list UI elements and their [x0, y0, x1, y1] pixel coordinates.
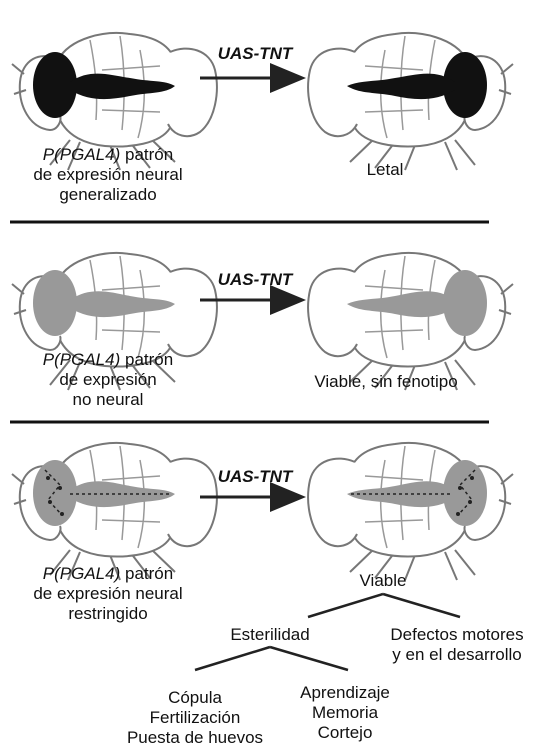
panel-3-right-fly [308, 443, 513, 580]
panel-2-left-label: P(PGAL4) patrón de expresión no neural [18, 350, 198, 410]
panel-2-arrow-label: UAS-TNT [205, 270, 305, 290]
panel-3-arrow-label: UAS-TNT [205, 467, 305, 487]
tree-line-viable-left [308, 594, 383, 617]
panel-2-left-label-line2: de expresión [18, 370, 198, 390]
panel-2-left-label-italic: P(PGAL4) [43, 350, 120, 369]
tree-memoria: Memoria [275, 703, 415, 723]
panel-3-left-label-italic: P(PGAL4) [43, 564, 120, 583]
tree-line-esterilidad-left [195, 647, 270, 670]
tree-esterilidad-left: Cópula Fertilización Puesta de huevos [110, 688, 280, 748]
tree-defectos-line1: Defectos motores [372, 625, 542, 645]
tree-esterilidad-right: Aprendizaje Memoria Cortejo [275, 683, 415, 743]
tree-cortejo: Cortejo [275, 723, 415, 743]
panel-3-left-label-rest: patrón [120, 564, 173, 583]
tree-copula: Cópula [110, 688, 280, 708]
tree-esterilidad: Esterilidad [205, 625, 335, 645]
panel-2-right-label: Viable, sin fenotipo [296, 372, 476, 392]
panel-1-right-fly [308, 33, 513, 170]
tree-aprendizaje: Aprendizaje [275, 683, 415, 703]
panel-1-arrow-label: UAS-TNT [205, 44, 305, 64]
panel-1-left-label-rest: patrón [120, 145, 173, 164]
panel-2-left-label-rest: patrón [120, 350, 173, 369]
panel-1-left-label-line2: de expresión neural [18, 165, 198, 185]
tree-fertilizacion: Fertilización [110, 708, 280, 728]
panel-3-left-label: P(PGAL4) patrón de expresión neural rest… [18, 564, 198, 624]
panel-2-left-label-line3: no neural [18, 390, 198, 410]
panel-3-right-label: Viable [335, 571, 431, 591]
panel-1-left-label: P(PGAL4) patrón de expresión neural gene… [18, 145, 198, 205]
tree-puesta: Puesta de huevos [110, 728, 280, 748]
tree-line-esterilidad-right [270, 647, 348, 670]
panel-3-left-fly [12, 443, 217, 580]
panel-1-right-label: Letal [330, 160, 440, 180]
tree-defectos: Defectos motores y en el desarrollo [372, 625, 542, 665]
tree-line-viable-right [383, 594, 460, 617]
panel-1-left-label-italic: P(PGAL4) [43, 145, 120, 164]
panel-1-left-label-line3: generalizado [18, 185, 198, 205]
panel-3-left-label-line2: de expresión neural [18, 584, 198, 604]
panel-2-right-fly [308, 253, 513, 390]
tree-defectos-line2: y en el desarrollo [372, 645, 542, 665]
panel-3-left-label-line3: restringido [18, 604, 198, 624]
